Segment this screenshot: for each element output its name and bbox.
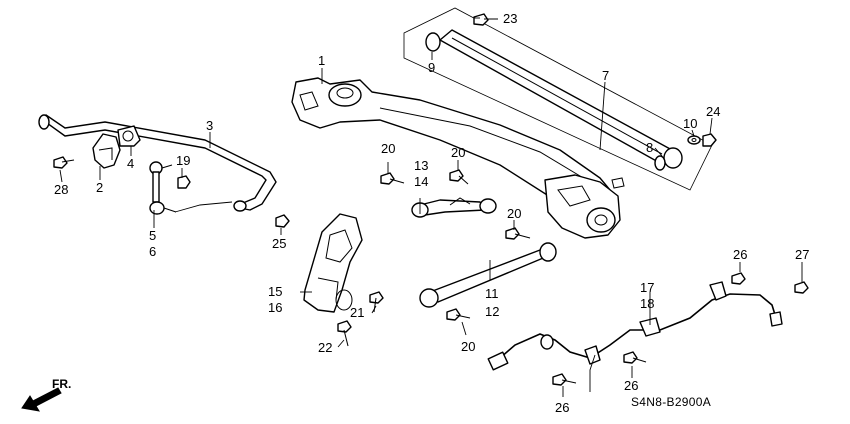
callout-20d: 20 [461,339,475,354]
callout-15: 15 [268,284,282,299]
callout-6: 6 [149,244,156,259]
lower-arm-part [419,242,557,308]
callout-12: 12 [485,304,499,319]
stabilizer-bracket-part [92,133,121,169]
callout-17: 17 [640,280,654,295]
bolt-part [473,13,498,26]
callout-14: 14 [414,174,428,189]
callout-27: 27 [795,247,809,262]
callout-25: 25 [272,236,286,251]
stabilizer-bushing-part [117,125,141,147]
abs-sensor-harness-part [487,281,783,371]
diagram-code: S4N8-B2900A [631,395,711,409]
bolt-27-part [794,281,809,294]
stabilizer-bar-part [38,114,277,212]
bolt-20a-part [380,172,405,185]
link-nut-part [177,175,191,189]
bolt-20d-part [446,308,471,321]
callout-labels: 1 2 3 4 5 6 7 8 9 10 11 12 13 14 15 16 1… [54,11,809,415]
bolt-26b-part [623,351,647,364]
bolt-26a-part [552,373,577,386]
bolt-26c-part [731,272,746,285]
callout-22: 22 [318,340,332,355]
callout-4: 4 [127,156,134,171]
callout-13: 13 [414,158,428,173]
callout-1: 1 [318,53,325,68]
callout-7: 7 [602,68,609,83]
washer-part [687,135,701,145]
callout-3: 3 [206,118,213,133]
bolt-20c-part [505,227,531,240]
callout-21: 21 [350,305,364,320]
axle-beam-part [291,77,625,239]
callout-10: 10 [683,116,697,131]
upper-arm-part [411,197,497,218]
callout-23: 23 [503,11,517,26]
callout-5: 5 [149,228,156,243]
callout-16: 16 [268,300,282,315]
front-direction-label: FR. [52,377,71,391]
front-direction-arrow: FR. [21,377,71,412]
bracket-bolt-part [53,156,75,169]
callout-26b: 26 [624,378,638,393]
callout-11: 11 [485,286,499,301]
callout-19: 19 [176,153,190,168]
callout-9: 9 [428,60,435,75]
nut-part [702,133,717,147]
nut-25-part [275,214,290,228]
callout-20c: 20 [507,206,521,221]
callout-18: 18 [640,296,654,311]
callout-20a: 20 [381,141,395,156]
callout-8: 8 [646,140,653,155]
bolt-21-part [369,291,384,313]
callout-26c: 26 [733,247,747,262]
callout-2: 2 [96,180,103,195]
callout-20b: 20 [451,145,465,160]
trailing-bracket-part [303,213,363,313]
callout-26a: 26 [555,400,569,415]
callout-24: 24 [706,104,720,119]
trailing-link-part [425,29,683,171]
bolt-22-part [337,320,352,347]
bolt-20b-part [449,169,469,185]
leader-lines [59,17,803,397]
stabilizer-link-part [149,161,177,215]
callout-28: 28 [54,182,68,197]
